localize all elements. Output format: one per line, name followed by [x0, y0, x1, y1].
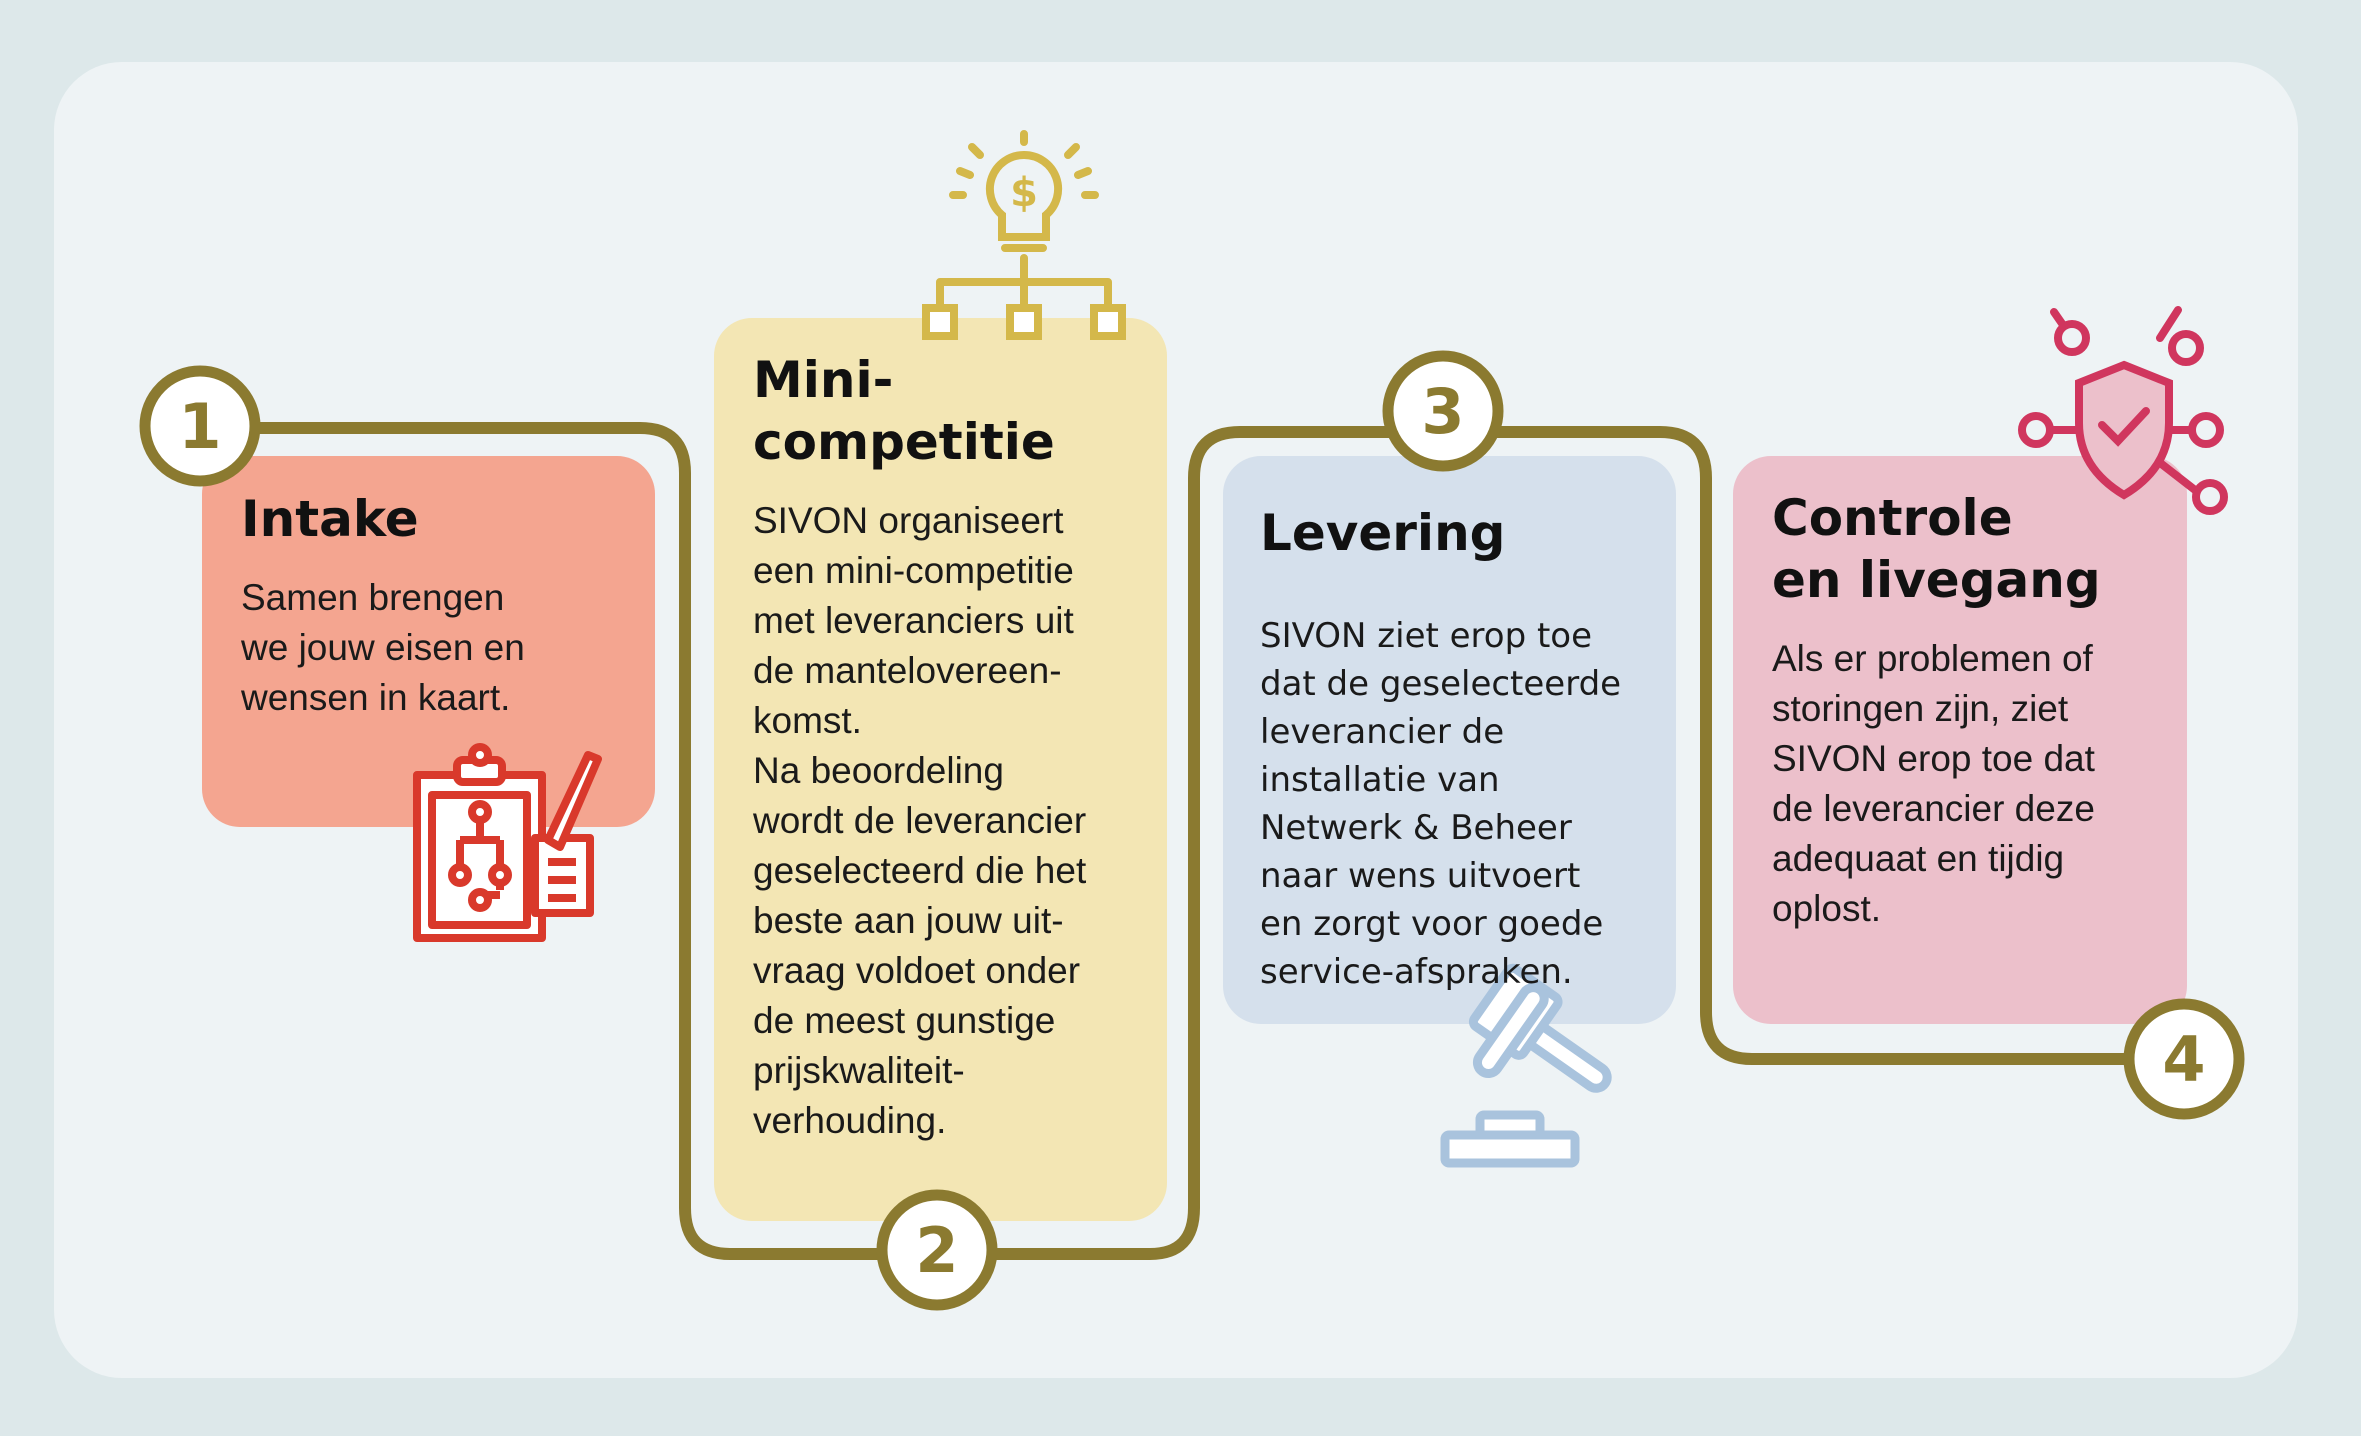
svg-text:3: 3 — [1421, 375, 1464, 448]
step-1-badge: 1 — [139, 365, 261, 487]
card-controle — [1733, 456, 2187, 1024]
lightbulb-dollar-icon: $ — [922, 130, 1126, 340]
step-2-badge: 2 — [876, 1189, 998, 1311]
svg-text:$: $ — [1010, 170, 1038, 216]
step-2-title: Mini- competitie — [753, 351, 1055, 471]
svg-text:2: 2 — [915, 1214, 958, 1287]
step-4-title: Controle en livegang — [1772, 489, 2101, 609]
gavel-icon — [1440, 963, 1612, 1168]
clipboard-flowchart-icon — [413, 743, 602, 942]
step-4-body: Als er problemen of storingen zijn, ziet… — [1772, 638, 2095, 929]
step-3-title: Levering — [1260, 504, 1506, 562]
svg-text:4: 4 — [2162, 1023, 2205, 1096]
card-mini-competitie — [714, 318, 1167, 1221]
step-4-badge: 4 — [2123, 998, 2245, 1120]
shield-network-icon — [2018, 306, 2228, 515]
step-3-body: SIVON ziet erop toe dat de geselecteerde… — [1260, 616, 1622, 992]
step-2-body: SIVON organiseert een mini-competitie me… — [753, 500, 1087, 1141]
step-1-body: Samen brengen we jouw eisen en wensen in… — [241, 577, 525, 718]
svg-text:1: 1 — [178, 390, 221, 463]
step-3-badge: 3 — [1382, 350, 1504, 472]
step-1-title: Intake — [241, 490, 419, 548]
card-levering — [1223, 456, 1676, 1024]
